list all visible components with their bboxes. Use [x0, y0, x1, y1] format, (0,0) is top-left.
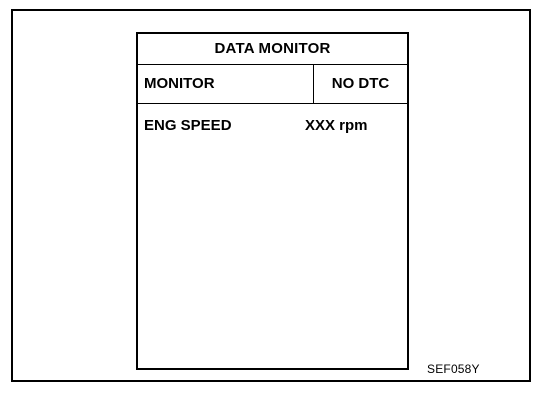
- monitor-item-row: ENG SPEED XXX rpm: [144, 116, 404, 136]
- figure-code: SEF058Y: [427, 362, 480, 376]
- monitor-item-label: ENG SPEED: [144, 117, 232, 134]
- screen-title: DATA MONITOR: [138, 34, 407, 65]
- header-divider: [313, 65, 314, 103]
- monitor-item-value: XXX rpm: [305, 117, 368, 134]
- monitor-label: MONITOR: [144, 75, 215, 92]
- dtc-status: NO DTC: [331, 75, 390, 92]
- figure-frame: [11, 9, 531, 382]
- data-monitor-screen: DATA MONITOR MONITOR NO DTC ENG SPEED XX…: [136, 32, 409, 370]
- monitor-header-row: MONITOR NO DTC: [138, 65, 407, 104]
